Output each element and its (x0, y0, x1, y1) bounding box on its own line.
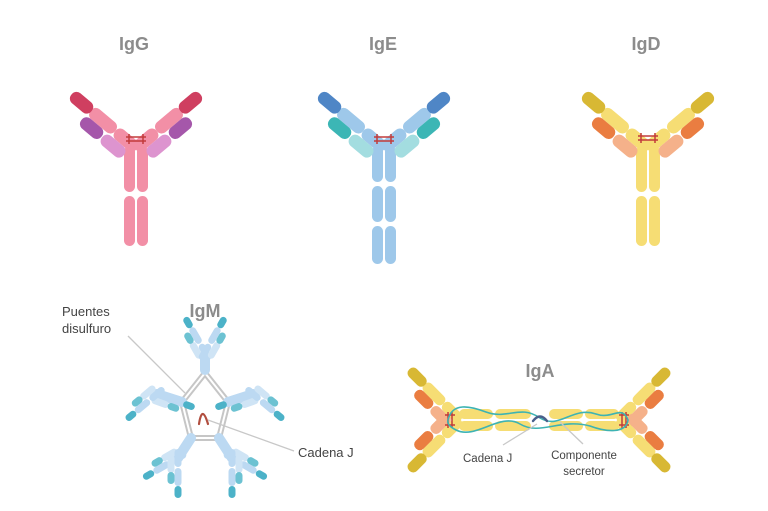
igm-title: IgM (190, 301, 221, 321)
iga-secretory-component (447, 406, 629, 433)
igm-spoke-right (214, 380, 291, 423)
cadena-j-iga-label: Cadena J (463, 453, 512, 465)
componente-label-line2: secretor (563, 466, 605, 478)
ige-molecule (307, 89, 461, 264)
puentes-pointer (127, 335, 186, 394)
igm-spoke-top (175, 315, 235, 375)
iga-molecule (397, 365, 681, 475)
componente-pointer (559, 421, 584, 445)
igg-stem (124, 146, 148, 246)
igg-molecule (59, 89, 213, 246)
igm-pentagon-inner (181, 372, 229, 439)
componente-label-line1: Componente (551, 450, 617, 462)
cadena-j-iga-pointer (502, 423, 538, 446)
ige-stem (372, 146, 396, 264)
igm-spoke-bottom-left (138, 433, 196, 498)
igm-spoke-left (119, 380, 196, 423)
igm-chain-j (197, 412, 210, 426)
igd-disulfide-bonds (638, 133, 658, 143)
igm-molecule (119, 315, 291, 498)
igd-molecule (571, 89, 725, 246)
puentes-label-line1: Puentes (62, 304, 110, 319)
igm-spoke-bottom-right (214, 433, 272, 498)
igg-disulfide-bonds (126, 134, 146, 144)
ige-title: IgE (369, 34, 397, 54)
cadena-j-igm-pointer (207, 419, 295, 452)
cadena-j-igm-label: Cadena J (298, 445, 354, 460)
iga-title: IgA (526, 361, 555, 381)
iga-chain-j (531, 415, 549, 423)
ige-disulfide-bonds (374, 134, 394, 144)
igg-title: IgG (119, 34, 149, 54)
puentes-label-line2: disulfuro (62, 321, 111, 336)
igd-title: IgD (632, 34, 661, 54)
igd-stem (636, 146, 660, 246)
